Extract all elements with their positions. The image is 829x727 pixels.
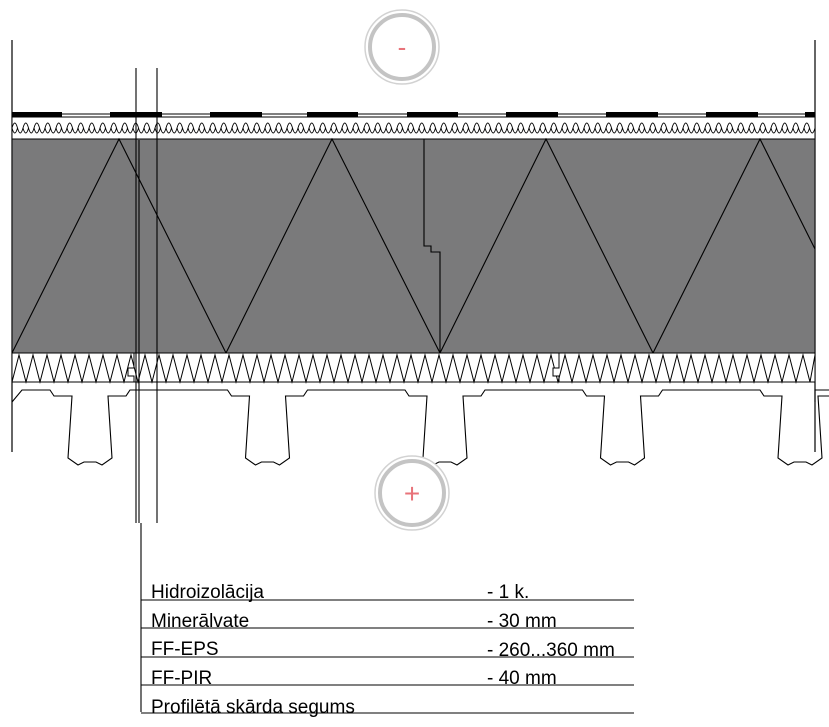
legend-value: - 40 mm <box>487 668 557 689</box>
eps-layer <box>11 137 816 355</box>
legend-value: - 260...360 mm <box>487 640 615 661</box>
legend-value: - 30 mm <box>487 611 557 632</box>
minus-symbol-text: - <box>398 32 407 62</box>
legend: Hidroizolācija - 1 k. Minerālvate - 30 m… <box>141 582 634 718</box>
legend-row: Minerālvate - 30 mm <box>141 611 634 632</box>
minus-circle-icon: - <box>364 9 440 85</box>
legend-label: FF-PIR <box>151 668 212 689</box>
legend-row: Profilētā skārda segums <box>141 697 634 718</box>
legend-label: FF-EPS <box>151 639 219 660</box>
mineral-wool-layer <box>11 116 816 140</box>
plus-circle-icon: + <box>374 455 450 531</box>
legend-row: FF-EPS - 260...360 mm <box>141 639 634 661</box>
pir-joint-left <box>127 353 135 382</box>
leader-lines <box>135 68 158 712</box>
plus-symbol-text: + <box>404 478 420 509</box>
legend-row: FF-PIR - 40 mm <box>141 668 634 689</box>
pir-joint-right <box>552 353 560 382</box>
pir-layer <box>11 352 816 384</box>
profiled-sheet <box>11 389 829 466</box>
legend-label: Minerālvate <box>151 611 249 632</box>
eps-board-joint <box>423 139 441 353</box>
legend-label: Profilētā skārda segums <box>151 697 355 718</box>
legend-row: Hidroizolācija - 1 k. <box>141 582 634 603</box>
legend-label: Hidroizolācija <box>151 582 264 603</box>
legend-value: - 1 k. <box>487 582 529 603</box>
